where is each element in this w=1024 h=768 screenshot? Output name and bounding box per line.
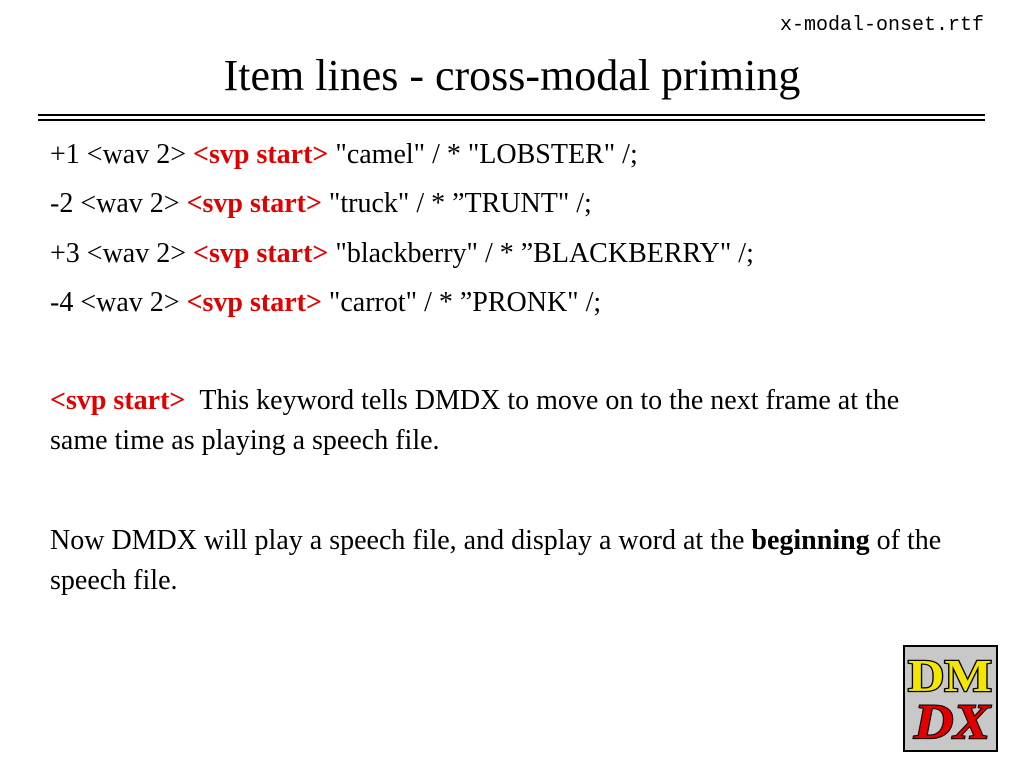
dmdx-logo-graphic: DM DX — [907, 649, 994, 750]
item-line-prefix: +1 <wav 2> — [50, 139, 187, 170]
explanation-keyword: <svp start> — [50, 385, 186, 416]
svp-start-keyword: <svp start> — [193, 238, 329, 269]
item-line-prefix: +3 <wav 2> — [50, 238, 187, 269]
note-text-after: of the speech file. — [50, 525, 942, 596]
behavior-note: Now DMDX will play a speech file, and di… — [50, 521, 950, 601]
svp-start-keyword: <svp start> — [186, 287, 322, 318]
title-rule-lower — [38, 119, 985, 121]
item-line-4: -4 <wav 2> <svp start> "carrot" / * ”PRO… — [50, 287, 601, 319]
item-line-rest: "carrot" / * ”PRONK" /; — [321, 287, 602, 318]
item-line-prefix: -4 <wav 2> — [50, 287, 180, 318]
svp-start-keyword: <svp start> — [193, 139, 329, 170]
note-text-before: Now DMDX will play a speech file, and di… — [50, 525, 752, 556]
explanation-text: This keyword tells DMDX to move on to th… — [50, 385, 900, 456]
logo-text-dm: DM — [908, 650, 992, 701]
note-emphasis: beginning — [751, 525, 870, 556]
item-line-rest: "camel" / * "LOBSTER" /; — [328, 139, 638, 170]
svp-start-keyword: <svp start> — [186, 188, 322, 219]
item-line-rest: "truck" / * ”TRUNT" /; — [321, 188, 592, 219]
filename-label: x-modal-onset.rtf — [779, 14, 984, 37]
logo-text-dx: DX — [913, 693, 992, 749]
dmdx-logo: DM DX — [903, 645, 998, 752]
item-line-1: +1 <wav 2> <svp start> "camel" / * "LOBS… — [50, 139, 638, 171]
slide-title: Item lines - cross-modal priming — [223, 51, 801, 100]
item-line-rest: "blackberry" / * ”BLACKBERRY" /; — [328, 238, 754, 269]
item-line-2: -2 <wav 2> <svp start> "truck" / * ”TRUN… — [50, 188, 592, 220]
title-rule-upper — [38, 114, 985, 116]
item-line-3: +3 <wav 2> <svp start> "blackberry" / * … — [50, 238, 754, 270]
item-line-prefix: -2 <wav 2> — [50, 188, 180, 219]
keyword-explanation: <svp start> This keyword tells DMDX to m… — [50, 381, 950, 461]
